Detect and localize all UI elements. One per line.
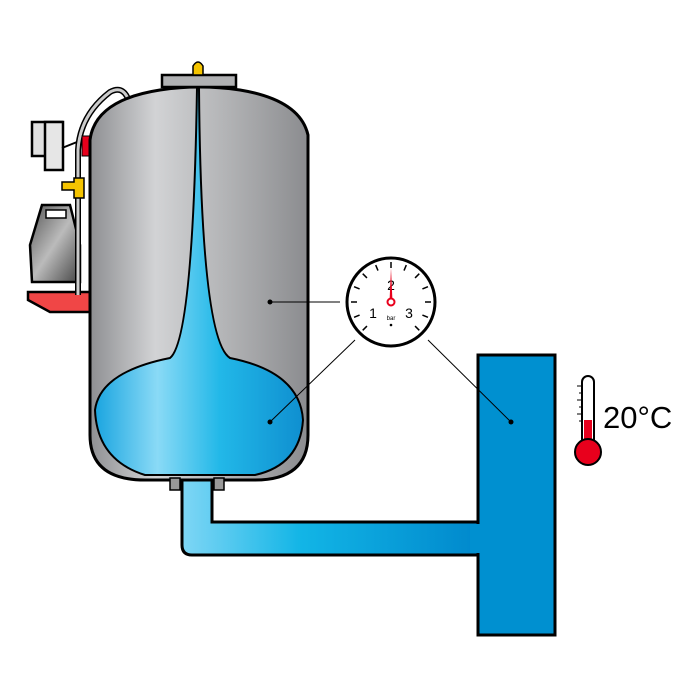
temperature-reading: 20°C [603, 400, 672, 435]
gauge-tick [414, 273, 420, 279]
pump-assembly [26, 86, 133, 314]
gauge-tick [422, 285, 429, 290]
gauge-tick [362, 273, 368, 279]
connecting-pipe [180, 476, 482, 557]
gauge-tick [353, 285, 360, 290]
water-column [476, 353, 557, 637]
gauge-needle [389, 268, 393, 302]
gauge-unit: bar [387, 316, 396, 322]
thermometer-icon [574, 375, 602, 466]
gauge-tick [362, 325, 368, 331]
yellow-valve [61, 177, 85, 199]
pressure-gauge: 1 2 3 bar [345, 256, 437, 348]
gauge-label-1: 1 [369, 305, 377, 321]
gauge-label-3: 3 [405, 305, 413, 321]
leader-lines [269, 301, 512, 423]
gauge-tick [353, 314, 360, 319]
gauge-tick [403, 264, 408, 271]
column-pointer-dot [508, 419, 514, 425]
water-pointer-dot [267, 419, 273, 425]
gauge-tick [422, 314, 429, 319]
gauge-tick [374, 264, 379, 271]
air-pointer-dot [267, 299, 273, 305]
tank-lid [160, 73, 238, 89]
gauge-tick [414, 325, 420, 331]
water-bladder [93, 87, 305, 476]
air-valve [192, 61, 204, 76]
